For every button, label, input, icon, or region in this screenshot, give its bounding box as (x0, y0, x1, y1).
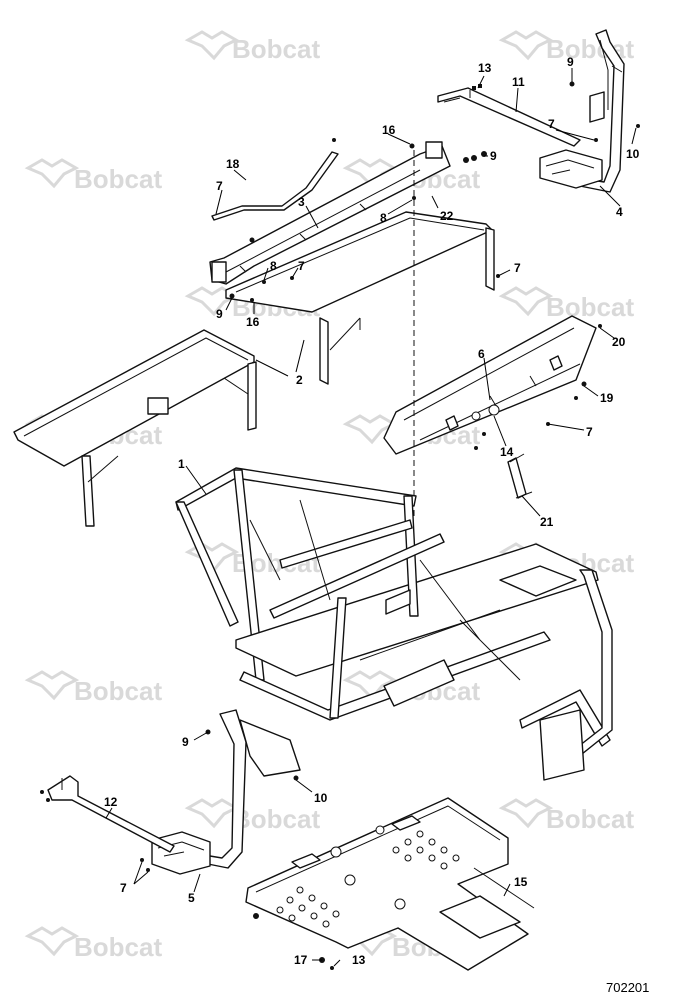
callout-9: 9 (182, 735, 189, 749)
callout-5: 5 (188, 891, 195, 905)
part-6-rear-plate (383, 315, 597, 455)
watermark-text: Bobcat (546, 292, 634, 322)
watermark-text: Bobcat (74, 164, 162, 194)
watermark-text: Bobcat (232, 804, 320, 834)
callout-12: 12 (104, 795, 118, 809)
callout-10: 10 (626, 147, 640, 161)
callout-22: 22 (440, 209, 454, 223)
callout-8: 8 (380, 211, 387, 225)
watermark-text: Bobcat (74, 676, 162, 706)
callout-6: 6 (478, 347, 485, 361)
callout-7: 7 (586, 425, 593, 439)
watermark-text: Bobcat (232, 34, 320, 64)
watermark-logo (342, 670, 398, 701)
callout-7: 7 (120, 881, 127, 895)
part-11-cross-bar (437, 84, 581, 147)
part-12-lower-bar (47, 775, 175, 853)
callout-17: 17 (294, 953, 308, 967)
callout-7: 7 (216, 179, 223, 193)
hardware-fasteners (40, 81, 640, 970)
callout-4: 4 (616, 205, 623, 219)
part-18-bent-bracket (211, 151, 339, 221)
part-2-upper-frame (225, 211, 495, 385)
callout-16: 16 (382, 123, 396, 137)
callout-7: 7 (298, 259, 305, 273)
part-5-left-upright (151, 709, 301, 875)
part-21-bracket (507, 453, 533, 499)
part-15-skid-plate (245, 797, 535, 971)
callout-16: 16 (246, 315, 260, 329)
callout-18: 18 (226, 157, 240, 171)
callout-3: 3 (298, 195, 305, 209)
callout-7: 7 (548, 117, 555, 131)
watermark-logo (184, 798, 240, 829)
watermark-logo (498, 286, 554, 317)
callout-20: 20 (612, 335, 626, 349)
callout-15: 15 (514, 875, 528, 889)
figure-number: 702201 (606, 980, 649, 995)
callout-9: 9 (490, 149, 497, 163)
watermark-logo (24, 926, 80, 957)
callout-labels: 13 11 9 7 10 16 9 18 7 3 8 22 4 8 7 7 9 … (104, 55, 640, 967)
callout-9: 9 (216, 307, 223, 321)
watermark-logo (24, 158, 80, 189)
callout-21: 21 (540, 515, 554, 529)
callout-2: 2 (296, 373, 303, 387)
watermark-text: Bobcat (74, 932, 162, 962)
callout-14: 14 (500, 445, 514, 459)
part-3-rail (209, 141, 451, 285)
callout-8: 8 (270, 259, 277, 273)
callout-11: 11 (512, 75, 525, 89)
part-2-left-frame (13, 329, 257, 527)
callout-19: 19 (600, 391, 614, 405)
watermark-logo (498, 798, 554, 829)
leader-lines (105, 68, 637, 967)
watermark-logo (184, 30, 240, 61)
callout-13: 13 (478, 61, 492, 75)
callout-10: 10 (314, 791, 328, 805)
watermark-text: Bobcat (546, 804, 634, 834)
part-4-right-upright (539, 29, 625, 193)
watermark-logo (24, 670, 80, 701)
callout-9: 9 (567, 55, 574, 69)
callout-1: 1 (178, 457, 185, 471)
watermark-logo (498, 30, 554, 61)
callout-13: 13 (352, 953, 366, 967)
part-1-main-chassis (175, 467, 613, 781)
callout-7: 7 (514, 261, 521, 275)
